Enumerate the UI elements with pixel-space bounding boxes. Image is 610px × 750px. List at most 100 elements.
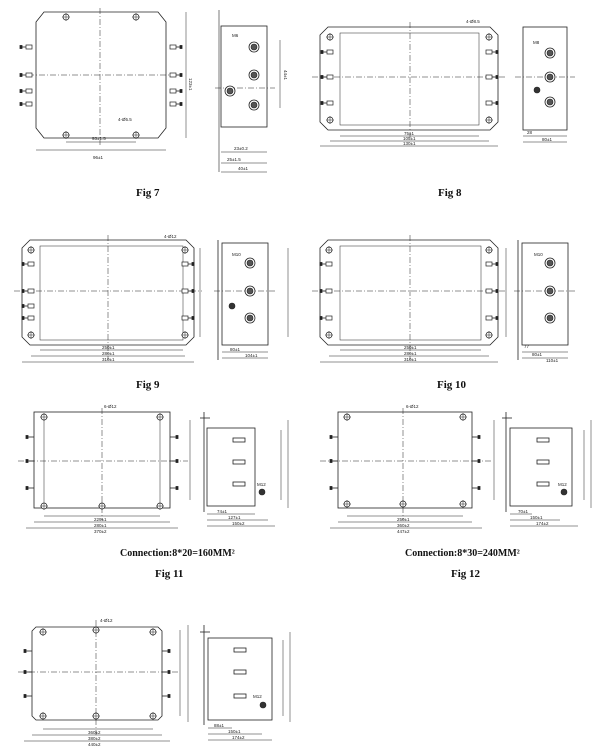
- fig9-side-dim1: 80±1: [230, 347, 240, 352]
- fig7-dim-w2: 96±1: [93, 155, 103, 160]
- fig9: 4-Ø12 250±1 280±1 310±1 M10 80±1 104±1 F…: [14, 234, 289, 391]
- fig12-dim-w2: 360±2: [397, 523, 410, 528]
- fig12-side-dim1: 70±1: [518, 509, 528, 514]
- fig12-front-view: [320, 408, 495, 529]
- fig13-term-label: M12: [253, 694, 262, 699]
- fig13-dim-w1: 360±2: [88, 730, 101, 735]
- fig11-term-label: M12: [257, 482, 266, 487]
- fig13-front-view: [18, 620, 189, 742]
- fig11-front-view: [18, 408, 191, 529]
- fig10-side-dim1: 77: [524, 344, 530, 349]
- fig8-dim-w1: 75±1: [404, 131, 414, 136]
- fig13-dim-w3: 440±2: [88, 742, 101, 747]
- fig11-dim-w2: 280±1: [94, 523, 107, 528]
- fig13: 4-Ø12 360±2 380±2 440±2 M12 88±1 150±1 1…: [18, 618, 291, 747]
- fig9-terminal-mid: [244, 285, 256, 297]
- fig12-dim-w1: 250±1: [397, 517, 410, 522]
- fig13-hole-label: 4-Ø12: [100, 618, 113, 623]
- fig11-dim-w1: 229±1: [94, 517, 107, 522]
- fig13-side-dim2: 150±1: [228, 729, 241, 734]
- fig11: 6-Ø12 229±1 280±1 370±2 M12 74±1 127±1 1…: [18, 404, 289, 580]
- fig9-side-view: [214, 240, 289, 360]
- fig7-hole-label: 4-Ø5.5: [118, 117, 132, 122]
- fig12-term-label: M12: [558, 482, 567, 487]
- fig12-terminal-ground: [560, 488, 568, 496]
- fig10-side-dim2: 80±1: [532, 352, 542, 357]
- fig11-caption: Fig 11: [155, 568, 183, 580]
- fig8-dim-w3: 130±1: [403, 141, 416, 146]
- fig9-terminal-bot: [244, 312, 256, 324]
- fig8-caption: Fig 8: [438, 187, 462, 199]
- fig8-front-view: [312, 22, 505, 147]
- fig7-caption: Fig 7: [136, 187, 160, 199]
- fig8-terminal-bot: [544, 96, 556, 108]
- fig11-dim-w3: 370±2: [94, 529, 107, 534]
- fig11-hole-label: 6-Ø12: [104, 404, 117, 409]
- fig9-side-dim2: 104±1: [245, 353, 258, 358]
- fig9-dim-w1: 250±1: [102, 345, 115, 350]
- fig11-terminal-ground: [258, 488, 266, 496]
- fig10-terminal-mid: [544, 285, 556, 297]
- fig13-side-dim1: 88±1: [214, 723, 224, 728]
- fig7-terminal-mid: [248, 69, 260, 81]
- fig13-side-view: [200, 625, 291, 741]
- fig11-side-dim2: 127±1: [228, 515, 241, 520]
- fig8-terminal-mid: [544, 71, 556, 83]
- fig8-terminal-ground: [533, 86, 541, 94]
- fig8-terminal-top: [544, 47, 556, 59]
- fig13-dim-w2: 380±2: [88, 736, 101, 741]
- fig7-side-h: 44±1: [283, 70, 288, 80]
- fig10-side-view: [514, 240, 576, 360]
- fig8-side-view: [515, 26, 575, 143]
- fig7: 4-Ø5.5 93±1.5 96±1 123±1 M6 23±0.2 25±1.…: [19, 8, 288, 199]
- fig9-caption: Fig 9: [136, 379, 160, 391]
- fig7-terminal-bot: [248, 99, 260, 111]
- fig12: 6-Ø12 250±1 360±2 447±2 M12 70±1 150±1 1…: [320, 404, 592, 580]
- fig11-side-dim3: 150±2: [232, 521, 245, 526]
- fig10-caption: Fig 10: [437, 379, 467, 391]
- fig9-term-label: M10: [232, 252, 241, 257]
- fig11-connection: Connection:8*20=160MM²: [120, 548, 235, 559]
- fig12-hole-label: 6-Ø12: [406, 404, 419, 409]
- fig9-dim-w2: 280±1: [102, 351, 115, 356]
- fig12-dim-w3: 447±2: [397, 529, 410, 534]
- fig12-side-dim3: 174±2: [536, 521, 549, 526]
- fig13-terminal-ground: [259, 701, 267, 709]
- fig8: 4-Ø8.5 75±1 105±1 130±1 M8 28 80±1 Fig 8: [312, 19, 575, 199]
- fig10-front-view: [312, 235, 507, 363]
- fig9-front-view: [14, 235, 202, 363]
- fig8-side-dim1: 28: [527, 130, 533, 135]
- fig13-side-dim3: 174±2: [232, 735, 245, 740]
- fig10-terminal-top: [544, 257, 556, 269]
- fig10-dim-w2: 280±1: [404, 351, 417, 356]
- fig10-dim-w1: 250±1: [404, 345, 417, 350]
- fig12-side-dim2: 150±1: [530, 515, 543, 520]
- fig8-side-dim2: 80±1: [542, 137, 552, 142]
- fig12-caption: Fig 12: [451, 568, 481, 580]
- fig11-side-dim1: 74±1: [217, 509, 227, 514]
- fig8-term-label: M8: [533, 40, 540, 45]
- fig10-term-label: M10: [534, 252, 543, 257]
- fig7-dim-h: 123±1: [188, 78, 193, 91]
- fig10-terminal-bot: [544, 312, 556, 324]
- fig7-dim-w1: 93±1.5: [92, 136, 106, 141]
- fig9-terminal-top: [244, 257, 256, 269]
- fig7-term-label: M6: [232, 33, 239, 38]
- fig7-terminal-ground: [224, 85, 236, 97]
- fig11-side-view: [200, 412, 289, 527]
- fig12-connection: Connection:8*30=240MM²: [405, 548, 520, 559]
- fig7-side-dim1: 23±0.2: [234, 146, 248, 151]
- fig9-hole-label: 4-Ø12: [164, 234, 177, 239]
- fig10-side-dim3: 110±1: [546, 358, 559, 363]
- fig10: 250±1 280±1 310±1 M10 77 80±1 110±1 Fig …: [312, 235, 576, 391]
- fig8-dim-w2: 105±1: [403, 136, 416, 141]
- fig9-terminal-ground: [228, 302, 236, 310]
- fig10-dim-w3: 310±1: [404, 357, 417, 362]
- fig7-side-dim3: 40±1: [238, 166, 248, 171]
- fig7-terminal-top: [248, 41, 260, 53]
- fig9-dim-w3: 310±1: [102, 357, 115, 362]
- fig8-hole-label: 4-Ø8.5: [466, 19, 480, 24]
- fig7-side-view: [215, 10, 281, 173]
- fig7-front-view: [19, 8, 187, 151]
